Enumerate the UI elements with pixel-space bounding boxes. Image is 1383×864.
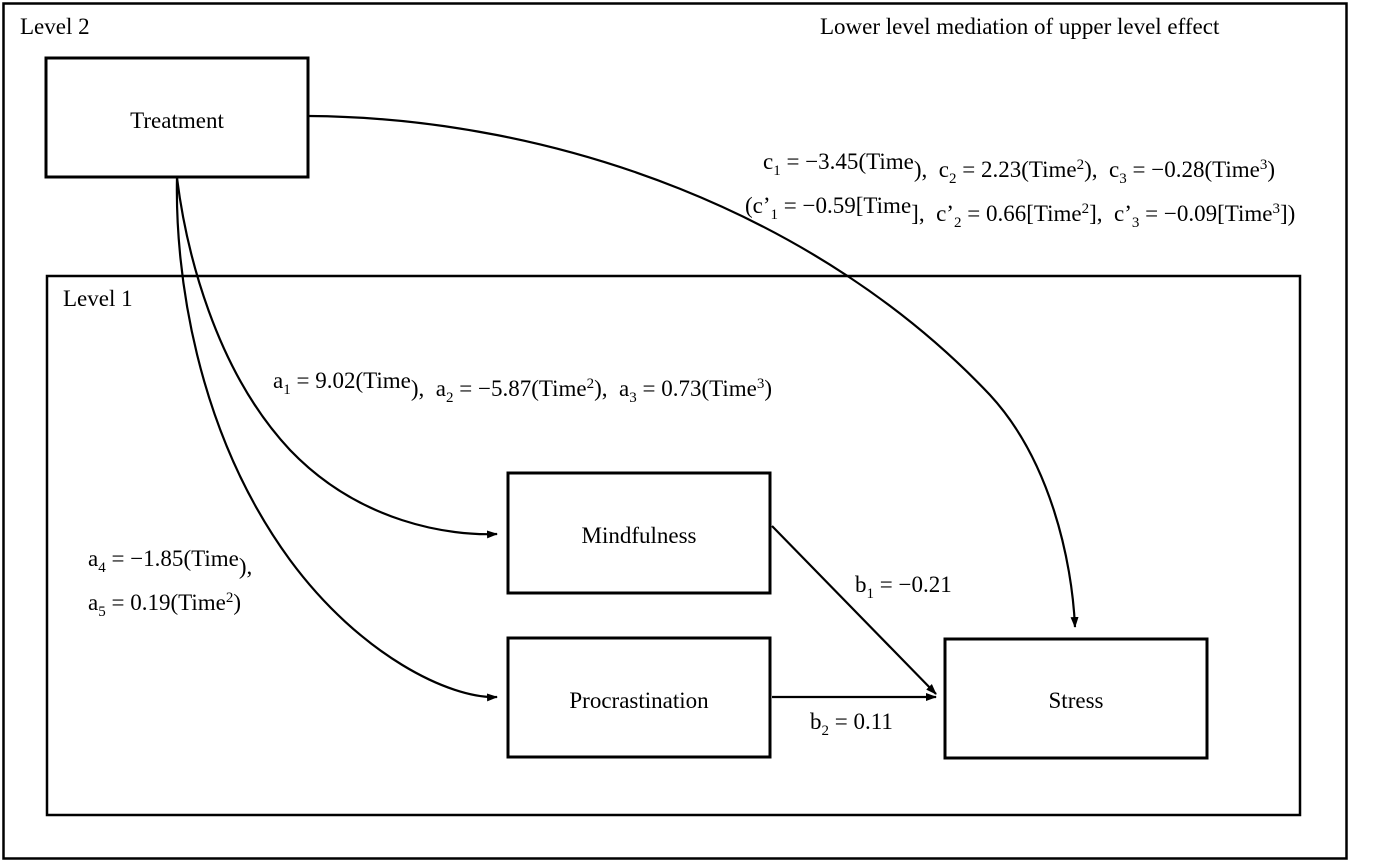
b1-sub: 1 [867, 586, 875, 602]
b1-coef: b [855, 572, 867, 597]
c3-value: −0.28 [1151, 157, 1204, 182]
path-a-treatment-to-procrastination [175, 177, 498, 702]
a5-value: 0.19 [130, 590, 170, 615]
cprime3-coef: c’ [1114, 201, 1132, 226]
cprime2-sub: 2 [954, 215, 962, 231]
a3-sub: 3 [629, 390, 637, 406]
path-b1-mindfulness-to-stress [771, 525, 937, 695]
b1-value: −0.21 [898, 572, 951, 597]
a2-coef: a [436, 376, 446, 401]
c2-coef: c [939, 157, 949, 182]
a3-coef: a [619, 376, 629, 401]
label-b2-path: b2 = 0.11 [810, 709, 893, 739]
label-a4-path: a4 = −1.85(Time), [88, 546, 252, 579]
c1-eq: = [786, 149, 799, 174]
level-1-container [45, 274, 1302, 817]
cprime1-sub: 1 [771, 207, 779, 223]
c3-sub: 3 [1119, 171, 1127, 187]
c1-sub: 1 [773, 163, 781, 179]
a4-coef: a [88, 546, 98, 571]
a2-sub: 2 [446, 390, 454, 406]
cprime3-sub: 3 [1132, 215, 1140, 231]
node-label-treatment: Treatment [130, 108, 224, 133]
outer-frame [2, 2, 1348, 860]
c3-coef: c [1109, 157, 1119, 182]
label-c-prime-direct-effect: (c’1 = −0.59[Time], c’2 = 0.66[Time2], c… [745, 193, 1295, 231]
node-label-procrastination: Procrastination [569, 688, 709, 713]
path-a-treatment-to-mindfulness [175, 177, 498, 539]
a1-value: 9.02 [315, 368, 355, 393]
cprime1-value: −0.59 [803, 193, 856, 218]
label-a-upper-paths: a1 = 9.02(Time), a2 = −5.87(Time2), a3 =… [273, 368, 772, 406]
c2-value: 2.23 [981, 157, 1021, 182]
label-c-total-effect: c1 = −3.45(Time), c2 = 2.23(Time2), c3 =… [763, 149, 1275, 187]
a4-value: −1.85 [130, 546, 183, 571]
level-2-label: Level 2 [20, 14, 90, 39]
diagram-title: Lower level mediation of upper level eff… [820, 14, 1220, 39]
cprime1-coef: c’ [753, 193, 771, 218]
node-box-procrastination[interactable] [506, 636, 772, 759]
cprime3-value: −0.09 [1164, 201, 1217, 226]
node-box-mindfulness[interactable] [506, 471, 772, 595]
a3-value: 0.73 [661, 376, 701, 401]
a1-coef: a [273, 368, 283, 393]
a2-value: −5.87 [478, 376, 531, 401]
a4-sub: 4 [98, 560, 106, 576]
a1-sub: 1 [283, 382, 291, 398]
b2-value: 0.11 [853, 709, 892, 734]
level-1-label: Level 1 [63, 286, 133, 311]
node-label-mindfulness: Mindfulness [582, 523, 697, 548]
cprime2-value: 0.66 [986, 201, 1026, 226]
b2-sub: 2 [822, 723, 830, 739]
node-box-treatment[interactable] [44, 56, 310, 179]
node-label-stress: Stress [1049, 688, 1104, 713]
label-a5-path: a5 = 0.19(Time2) [88, 590, 241, 620]
a5-sub: 5 [98, 604, 106, 620]
label-b1-path: b1 = −0.21 [855, 572, 952, 602]
node-box-stress[interactable] [943, 637, 1209, 760]
c1-coef: c [763, 149, 773, 174]
c2-sub: 2 [949, 171, 957, 187]
c1-value: −3.45 [805, 149, 858, 174]
cprime2-coef: c’ [936, 201, 954, 226]
c1-fn: (Time [858, 149, 913, 174]
a5-coef: a [88, 590, 98, 615]
path-c-treatment-to-stress [308, 114, 1079, 628]
b2-coef: b [810, 709, 822, 734]
